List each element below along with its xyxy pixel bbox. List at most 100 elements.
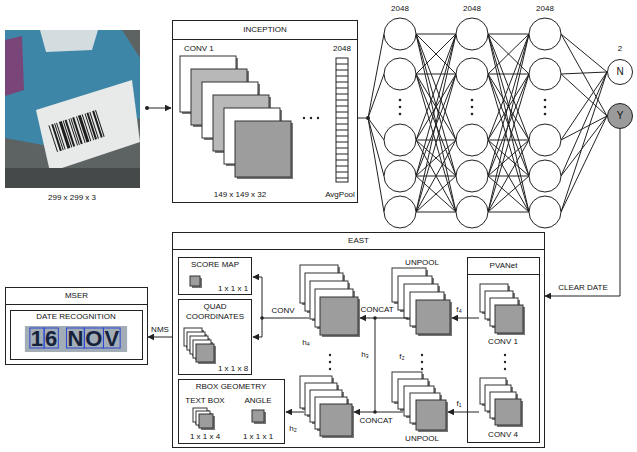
photo-shadow (5, 168, 140, 188)
dense-connection (488, 176, 529, 212)
ellipsis-dot (329, 361, 331, 363)
ellipsis-dot (504, 368, 506, 370)
text-slot: CLEAR DATE (557, 283, 609, 293)
text-slot: f₁ (457, 399, 462, 409)
ellipsis-dot (399, 99, 402, 102)
data-arrow (360, 318, 408, 319)
vector-cell (336, 112, 348, 113)
dense-connection (416, 74, 456, 75)
box-text: 1 x 1 x 1 (243, 432, 273, 441)
vector-cell (336, 136, 348, 137)
feature-map (199, 414, 213, 428)
feature-map (416, 400, 446, 430)
ellipsis-dot (303, 117, 305, 119)
text-slot: 1 x 1 x 8 (218, 364, 248, 374)
text-slot: CONCAT (360, 305, 393, 315)
text-slot: Y (607, 103, 633, 129)
edge-label: NMS (150, 325, 170, 334)
text-slot: h₃ (361, 350, 369, 360)
vector-cell (336, 130, 348, 131)
dense-connection (488, 176, 529, 212)
text-slot: UNPOOL (405, 258, 439, 268)
neuron (384, 160, 416, 192)
dense-connection (561, 72, 607, 74)
barcode (48, 110, 104, 152)
dimension-label: 299 x 299 x 3 (48, 193, 96, 202)
dense-connection (416, 74, 456, 140)
inception-panel: INCEPTIONCONV 12048149 x 149 x 32AvgPool (172, 20, 358, 203)
text-slot: h₄ (302, 338, 310, 348)
text-slot: 149 x 149 x 32 (214, 190, 266, 200)
text-slot: CONV (271, 306, 294, 316)
box-text: 1 x 1 x 4 (190, 432, 220, 441)
dense-connection (416, 140, 456, 176)
text-slot: f₄ (456, 305, 462, 315)
neuron (529, 124, 561, 156)
feature-label: f₂ (399, 352, 404, 361)
feature-map (416, 300, 450, 334)
ellipsis-dot (471, 106, 474, 109)
vector-cell (336, 100, 348, 101)
text-slot: N (607, 59, 633, 85)
neuron (456, 58, 488, 90)
angle-cube (252, 410, 264, 422)
flow-arrow (545, 129, 620, 296)
score-map-cube (190, 276, 200, 286)
dense-connection (416, 74, 456, 140)
feature-map (320, 404, 352, 436)
text-slot: CONV 1 (488, 337, 518, 347)
ellipsis-dot (310, 117, 312, 119)
neuron (456, 160, 488, 192)
vector-cell (336, 142, 348, 143)
dense-connection (416, 34, 456, 176)
ellipsis-dot (544, 99, 547, 102)
dense-connection (416, 34, 456, 212)
ellipsis-dot (399, 113, 402, 116)
box-text: 1 x 1 x 8 (218, 364, 248, 373)
vector-cell (336, 88, 348, 89)
box-text: ANGLE (244, 396, 271, 405)
vector-cell (336, 172, 348, 173)
flow-arrow (148, 337, 172, 338)
ellipsis-dot (329, 368, 331, 370)
dense-connection (416, 140, 456, 212)
dense-connection (488, 140, 529, 212)
photo-background (5, 30, 140, 188)
output-neuron: Y (607, 103, 633, 129)
photo-label (36, 80, 140, 172)
dense-connection (488, 34, 529, 212)
data-line (262, 318, 309, 319)
dense-connection (488, 212, 529, 213)
layer-size: 2 (618, 44, 622, 53)
box-title: INCEPTION (243, 25, 287, 35)
dense-connection (488, 34, 529, 176)
pooled-vector (336, 58, 348, 182)
barcode-bar (95, 110, 105, 137)
dense-connection (561, 116, 607, 176)
box-title: DATE RECOGNITION (36, 312, 115, 321)
feature-map (495, 399, 521, 425)
data-line (368, 118, 384, 140)
box-text: TEXT BOX (185, 396, 224, 405)
feature-map (495, 305, 523, 333)
box-title: MSER (65, 291, 88, 301)
vector-cell (336, 148, 348, 149)
vector-cell (336, 154, 348, 155)
vector-cell (336, 70, 348, 71)
output-box: QUAD COORDINATES1 x 1 x 8 (178, 299, 252, 375)
ellipsis-dot (544, 113, 547, 116)
dense-connection (561, 116, 607, 140)
ellipsis-dot (544, 106, 547, 109)
dense-connection (488, 34, 529, 35)
text-slot: MSER (6, 288, 147, 305)
photo-package-edge (5, 36, 24, 96)
mser-panel: MSERDATE RECOGNITION16 NOV (5, 287, 148, 365)
ellipsis-dot (471, 99, 474, 102)
data-arrow (253, 337, 262, 338)
text-slot: 1 x 1 x 4 (190, 432, 220, 442)
dense-connection (488, 140, 529, 212)
vector-cell (336, 178, 348, 179)
